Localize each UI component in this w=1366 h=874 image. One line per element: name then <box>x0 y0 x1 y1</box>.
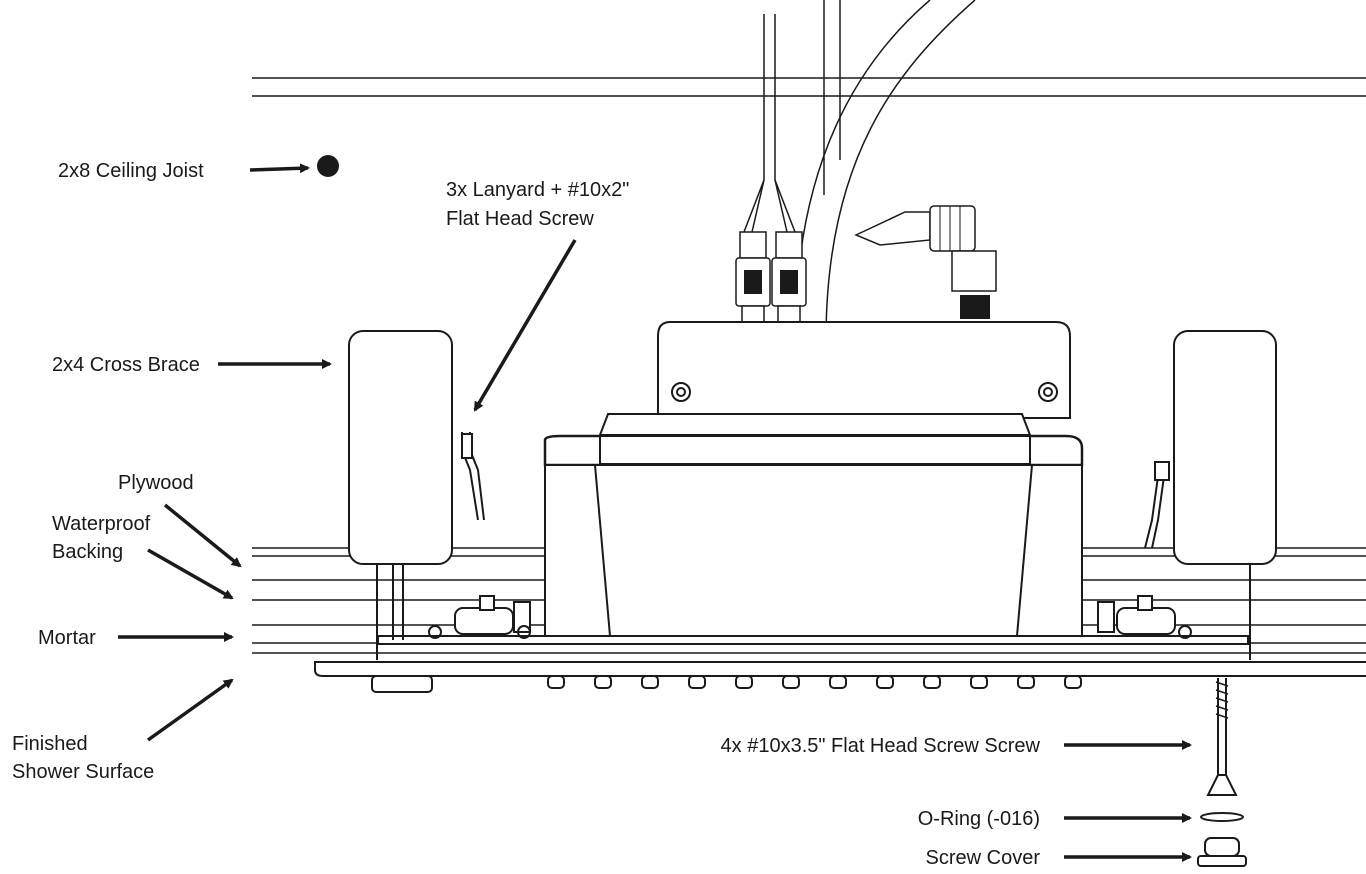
label-finished-line2: Shower Surface <box>12 761 154 783</box>
nozzle <box>641 675 659 689</box>
label-finished-line1: Finished <box>12 733 88 755</box>
connectors-left <box>735 231 807 323</box>
arrow-lanyard <box>473 239 577 412</box>
label-lanyard-line2: Flat Head Screw <box>446 208 594 230</box>
arrow-ceiling-joist <box>249 163 310 174</box>
clip-left <box>428 595 531 639</box>
ceiling-joist-dot <box>317 155 339 177</box>
nozzle <box>547 675 565 689</box>
label-screw: 4x #10x3.5" Flat Head Screw Screw <box>721 735 1041 757</box>
label-mortar: Mortar <box>38 627 96 649</box>
nozzle <box>829 675 847 689</box>
nozzle <box>876 675 894 689</box>
label-lanyard-line1: 3x Lanyard + #10x2" <box>446 179 629 201</box>
label-cross-brace: 2x4 Cross Brace <box>52 354 200 376</box>
cross-brace-right <box>1144 330 1277 660</box>
clip-right <box>1097 595 1192 639</box>
nozzles <box>547 675 1082 689</box>
label-waterproof-line2: Backing <box>52 541 123 563</box>
arrow-finished <box>146 678 234 742</box>
nozzle <box>1017 675 1035 689</box>
housing <box>543 321 1084 637</box>
nozzle <box>594 675 612 689</box>
screw-assembly <box>1197 678 1247 867</box>
label-waterproof-line1: Waterproof <box>52 513 151 535</box>
connector-right <box>854 205 997 319</box>
label-screw-cover: Screw Cover <box>926 847 1041 869</box>
arrow-waterproof <box>147 548 234 600</box>
label-ceiling-joist: 2x8 Ceiling Joist <box>58 160 204 182</box>
nozzle <box>735 675 753 689</box>
nozzle <box>970 675 988 689</box>
nozzle <box>782 675 800 689</box>
cables <box>743 0 976 341</box>
arrows <box>118 163 1192 862</box>
ceiling-joist <box>252 77 1366 97</box>
nozzle <box>688 675 706 689</box>
nozzle <box>1064 675 1082 689</box>
cross-brace-left <box>348 330 485 660</box>
nozzle <box>923 675 941 689</box>
label-oring: O-Ring (-016) <box>918 808 1040 830</box>
arrow-plywood <box>163 503 242 568</box>
label-plywood: Plywood <box>118 472 194 494</box>
